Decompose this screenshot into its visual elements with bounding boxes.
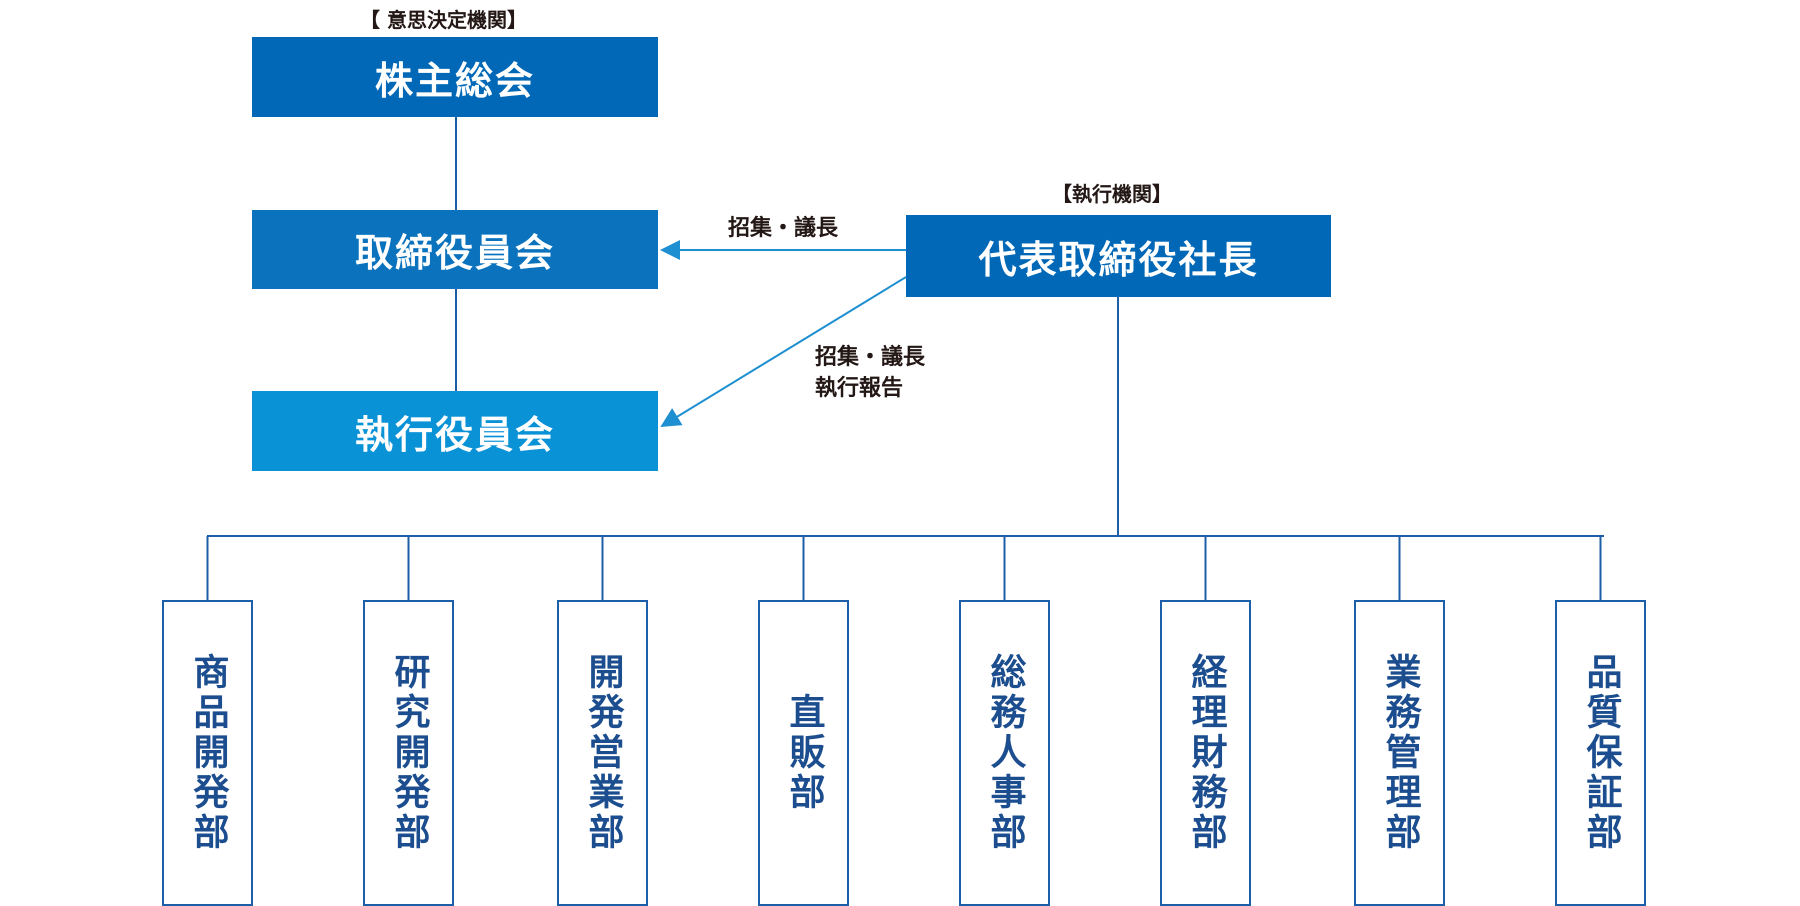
department-box: 直販部 xyxy=(758,600,849,906)
department-name: 経理財務部 xyxy=(1185,653,1227,853)
decision-body-label: 【 意思決定機関】 xyxy=(360,8,527,32)
president-box: 代表取締役社長 xyxy=(906,215,1331,297)
department-box: 開発営業部 xyxy=(557,600,648,906)
department-box: 品質保証部 xyxy=(1555,600,1646,906)
department-name: 品質保証部 xyxy=(1580,653,1622,853)
execution-body-label: 【執行機関】 xyxy=(1052,182,1172,206)
edge-label-to-board: 招集・議長 xyxy=(728,216,839,241)
executive-committee-box: 執行役員会 xyxy=(252,391,658,471)
edge-label-line-1: 招集・議長 xyxy=(815,345,926,370)
edge-label-to-executive: 招集・議長 執行報告 xyxy=(815,342,925,404)
department-name: 総務人事部 xyxy=(984,653,1026,853)
department-box: 研究開発部 xyxy=(363,600,454,906)
board-of-directors-box: 取締役員会 xyxy=(252,210,658,289)
shareholders-meeting-box: 株主総会 xyxy=(252,37,658,117)
department-name: 研究開発部 xyxy=(388,653,430,853)
department-name: 業務管理部 xyxy=(1379,653,1421,853)
department-box: 商品開発部 xyxy=(162,600,253,906)
department-name: 直販部 xyxy=(783,693,825,813)
arrow-president-to-executive xyxy=(660,276,907,428)
department-box: 総務人事部 xyxy=(959,600,1050,906)
department-name: 商品開発部 xyxy=(187,653,229,853)
edge-label-line-2: 執行報告 xyxy=(815,376,904,401)
department-drop-lines xyxy=(206,536,1602,600)
department-box: 経理財務部 xyxy=(1160,600,1251,906)
department-box: 業務管理部 xyxy=(1354,600,1445,906)
department-name: 開発営業部 xyxy=(582,653,624,853)
